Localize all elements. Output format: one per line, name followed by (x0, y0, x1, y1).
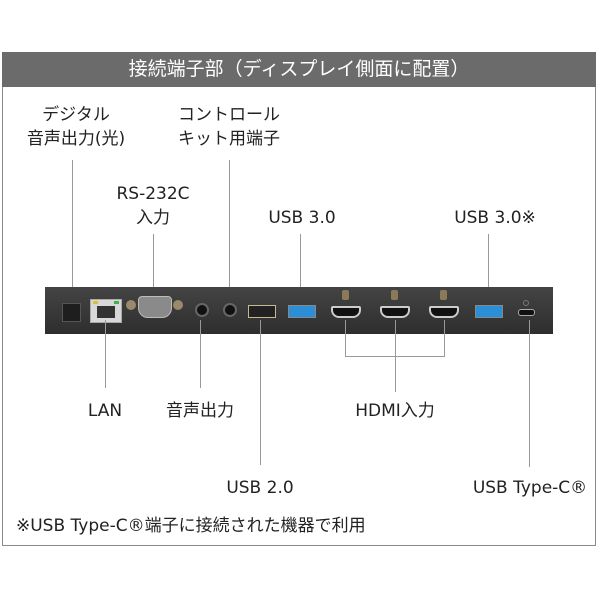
hdmi-port-icon (429, 306, 459, 318)
usb20-port-icon (248, 305, 276, 318)
optical-port-icon (62, 303, 81, 322)
label-audio-out: 音声出力 (166, 401, 234, 421)
hdmi-port-icon (331, 306, 361, 318)
label-usb30-right: USB 3.0※ (454, 208, 536, 228)
leader-line (488, 234, 489, 310)
lan-port-icon (90, 299, 122, 323)
label-lan: LAN (87, 401, 123, 421)
leader-line (260, 320, 261, 465)
hdmi-port-icon (380, 306, 410, 318)
rs232c-port-icon (138, 296, 172, 318)
footnote: ※USB Type-C®端子に接続された機器で利用 (16, 516, 366, 536)
screw-icon (126, 300, 136, 310)
label-rs232c: RS-232C 入力 (105, 182, 201, 230)
leader-line (529, 320, 530, 467)
screw-icon (342, 290, 349, 300)
label-line-1: RS-232C (116, 184, 190, 204)
side-panel (45, 287, 553, 334)
screw-icon (440, 290, 447, 300)
label-control-kit: コントロール キット用端子 (170, 103, 288, 151)
leader-line (229, 160, 230, 300)
usb30-port-icon (475, 305, 503, 318)
leader-line (444, 320, 445, 356)
section-title: 接続端子部（ディスプレイ側面に配置） (2, 52, 596, 87)
label-usb20: USB 2.0 (226, 478, 294, 498)
leader-line (72, 160, 73, 287)
audio-out-jack-icon (195, 303, 209, 317)
indicator-icon (523, 300, 529, 306)
label-usb-typec: USB Type-C® (472, 478, 588, 498)
label-line-1: デジタル (42, 105, 110, 125)
label-line-2: 入力 (136, 208, 170, 228)
label-line-2: キット用端子 (178, 129, 280, 149)
label-line-2: 音声出力(光) (26, 129, 126, 149)
leader-line (200, 320, 201, 388)
leader-line (345, 320, 346, 356)
label-usb30-left: USB 3.0 (268, 208, 336, 228)
screw-icon (391, 290, 398, 300)
label-hdmi: HDMI入力 (355, 401, 435, 421)
leader-line (300, 234, 301, 310)
leader-line (153, 234, 154, 296)
hdmi-bracket-line (345, 356, 445, 357)
label-line-1: コントロール (178, 105, 280, 125)
label-digital-audio: デジタル 音声出力(光) (20, 103, 132, 151)
screw-icon (173, 300, 183, 310)
leader-line (105, 320, 106, 388)
usb-typec-port-icon (518, 309, 535, 316)
control-kit-jack-icon (223, 303, 237, 317)
usb30-port-icon (288, 305, 316, 318)
